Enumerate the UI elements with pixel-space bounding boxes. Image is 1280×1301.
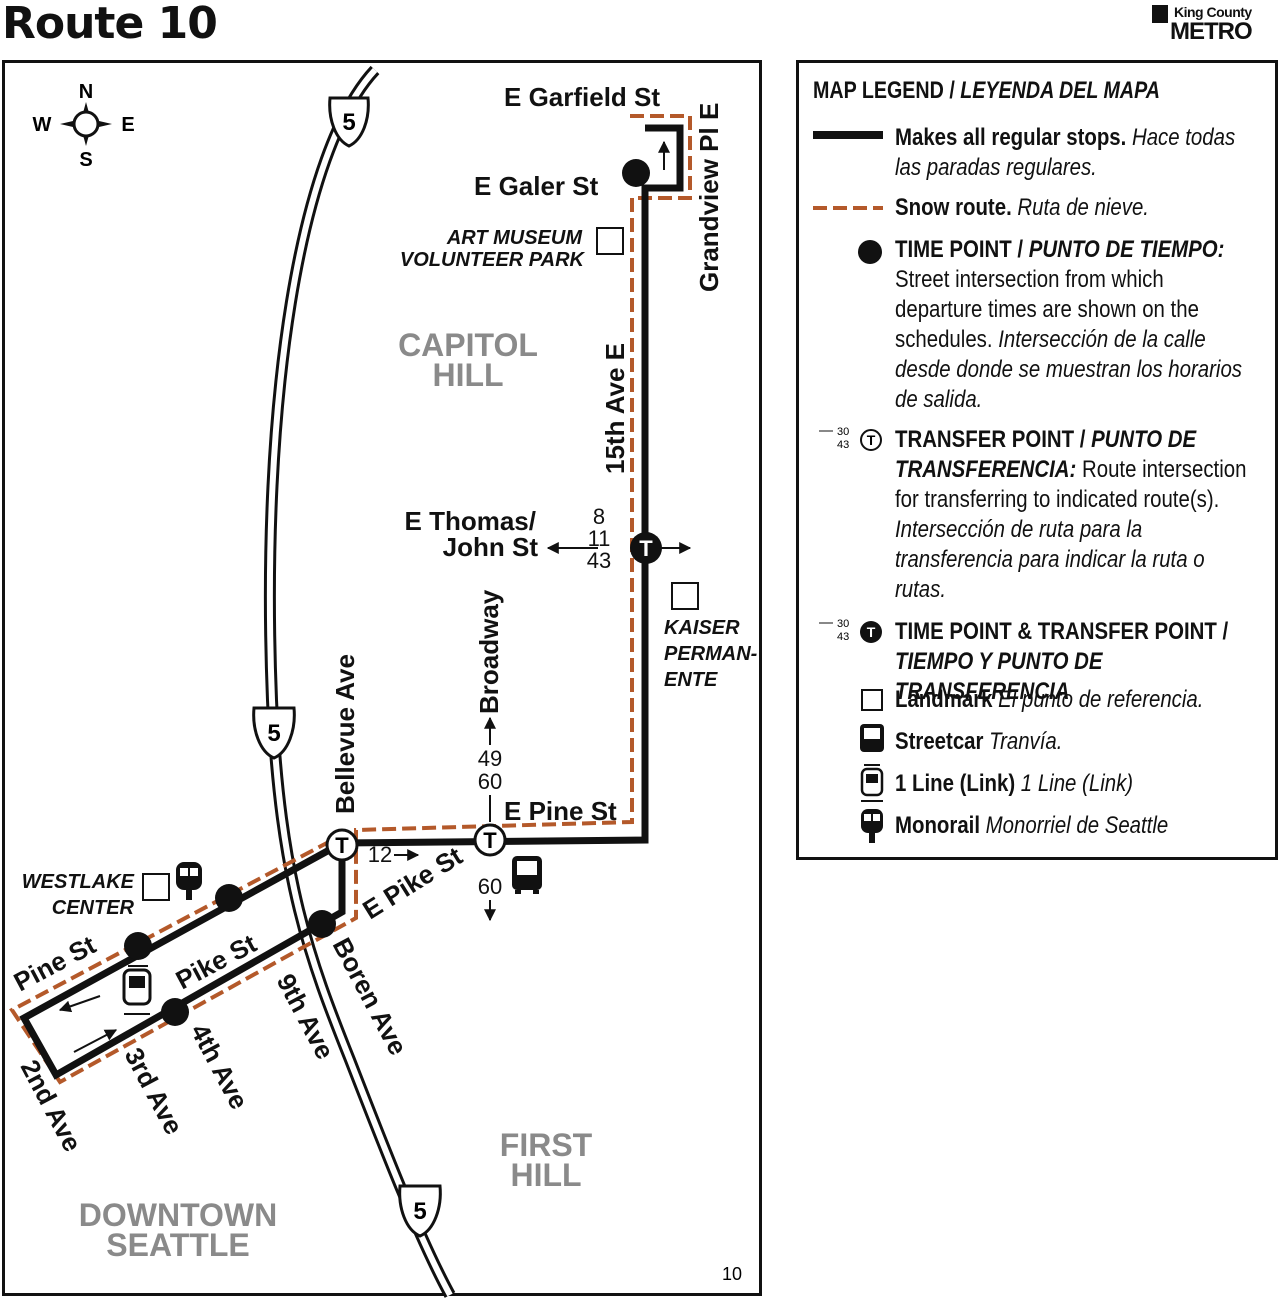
time-points (124, 159, 650, 1026)
transfer-t-bellevue: T (335, 833, 349, 858)
svg-text:43: 43 (837, 439, 849, 451)
label-broadway: Broadway (474, 589, 504, 714)
label-capitol: CAPITOL (398, 327, 538, 363)
legend-transfer-point-symbol: 30 43 T (819, 426, 882, 451)
legend-streetcar-icon (860, 724, 884, 752)
transfer-route-11: 11 (588, 526, 611, 551)
svg-text:5: 5 (413, 1198, 426, 1225)
transfer-t-thomas: T (639, 536, 653, 561)
time-point-galer (622, 159, 650, 187)
compass-s: S (79, 149, 92, 171)
legend-title: MAP LEGEND / LEYENDA DEL MAPA (813, 77, 1160, 104)
label-art-museum-2: VOLUNTEER PARK (400, 249, 586, 271)
legend-link: 1 Line (Link) 1 Line (Link) (895, 770, 1134, 797)
transfer-route-60-south: 60 (478, 874, 502, 899)
king-county-crown-icon (1152, 5, 1168, 23)
direction-arrows (58, 140, 692, 1053)
monorail-icon (176, 862, 202, 900)
legend-snow-route-symbol (813, 206, 883, 210)
label-bellevue-ave: Bellevue Ave (330, 654, 360, 814)
legend-time-point-symbol (858, 240, 882, 264)
label-downtown: DOWNTOWN (79, 1197, 277, 1233)
svg-text:43: 43 (837, 631, 849, 643)
transfer-route-8: 8 (593, 504, 605, 529)
svg-text:30: 30 (837, 618, 849, 630)
time-transfer-point-thomas: T (630, 532, 662, 564)
label-art-museum-1: ART MUSEUM (446, 227, 584, 249)
compass-e: E (121, 114, 134, 136)
legend-landmark-symbol (861, 689, 883, 711)
legend-snow-route: Snow route. Ruta de nieve. (895, 194, 1149, 221)
route-map (2, 60, 762, 1296)
logo-line1: King County (1174, 4, 1252, 20)
label-kaiser-2: PERMAN- (664, 643, 758, 665)
label-first: FIRST (500, 1127, 593, 1163)
legend-time-transfer-point: TIME POINT & TRANSFER POINT /TIEMPO Y PU… (895, 618, 1229, 705)
king-county-metro-logo: King County METRO (1152, 4, 1262, 45)
transfer-route-49: 49 (478, 746, 502, 771)
time-point-pine-1 (215, 884, 243, 912)
transfer-t-broadway: T (483, 828, 497, 853)
legend-monorail-icon (861, 809, 883, 843)
legend-streetcar: Streetcar Tranvía. (895, 728, 1063, 755)
transfer-route-43: 43 (587, 548, 611, 573)
legend-monorail: Monorail Monorriel de Seattle (895, 812, 1169, 839)
legend-landmark: Landmark El punto de referencia. (895, 686, 1204, 713)
streetcar-icon (512, 856, 542, 894)
label-westlake-1: WESTLAKE (22, 871, 135, 893)
compass-icon: N S W E (33, 81, 135, 171)
logo-line2: METRO (1170, 18, 1253, 45)
label-kaiser-3: ENTE (664, 669, 718, 691)
label-kaiser-1: KAISER (664, 617, 740, 639)
landmark-westlake-icon (142, 873, 170, 901)
label-capitol-hill: HILL (432, 357, 503, 393)
interstate-5-line (263, 65, 456, 1298)
label-3rd-ave: 3rd Ave (119, 1043, 189, 1140)
svg-text:5: 5 (267, 720, 280, 747)
transfer-point-bellevue: T (325, 828, 359, 862)
transfer-route-60-north: 60 (478, 769, 502, 794)
map-legend: MAP LEGEND / LEYENDA DEL MAPA Makes all … (796, 60, 1278, 860)
page-title: Route 10 (2, 0, 218, 49)
transfer-route-12: 12 (368, 842, 392, 867)
label-john-st: John St (443, 532, 539, 562)
interstate-shield-bottom: 5 (398, 1184, 442, 1238)
label-15th-ave-e: 15th Ave E (600, 343, 630, 474)
compass-n: N (79, 81, 93, 103)
label-e-garfield-st: E Garfield St (504, 82, 660, 112)
landmark-kaiser-icon (671, 582, 699, 610)
page-number: 10 (722, 1264, 742, 1284)
time-point-pike-4th (161, 998, 189, 1026)
label-4th-ave: 4th Ave (185, 1019, 255, 1114)
svg-text:T: T (867, 432, 876, 448)
svg-text:30: 30 (837, 426, 849, 438)
interstate-shield-top: 5 (328, 96, 370, 148)
legend-time-transfer-symbol: 30 43 T (819, 618, 882, 643)
label-seattle: SEATTLE (106, 1227, 249, 1263)
label-westlake-2: CENTER (52, 897, 135, 919)
legend-link-icon (860, 764, 884, 802)
route-map-svg: T T T 8 11 43 49 60 60 12 5 5 5 N S W E (9, 65, 758, 1298)
label-e-thomas: E Thomas/ (405, 506, 536, 536)
time-point-boren (308, 910, 336, 938)
transfer-point-broadway: T (473, 823, 507, 857)
landmark-art-museum-icon (596, 227, 624, 255)
legend-time-point: TIME POINT / PUNTO DE TIEMPO: Street int… (895, 236, 1243, 413)
legend-regular-route-symbol (813, 131, 883, 139)
link-light-rail-icon (122, 965, 152, 1015)
compass-w: W (33, 114, 52, 136)
label-e-pine-st: E Pine St (504, 796, 617, 826)
label-first-hill: HILL (510, 1157, 581, 1193)
time-point-pine-2 (124, 932, 152, 960)
interstate-shield-mid: 5 (252, 706, 296, 760)
legend-transfer-point: TRANSFER POINT / PUNTO DE TRANSFERENCIA:… (895, 426, 1247, 603)
svg-text:T: T (867, 624, 876, 640)
label-grandview-pl-e: Grandview Pl E (694, 103, 724, 292)
svg-text:5: 5 (342, 109, 355, 136)
label-e-galer-st: E Galer St (474, 171, 599, 201)
